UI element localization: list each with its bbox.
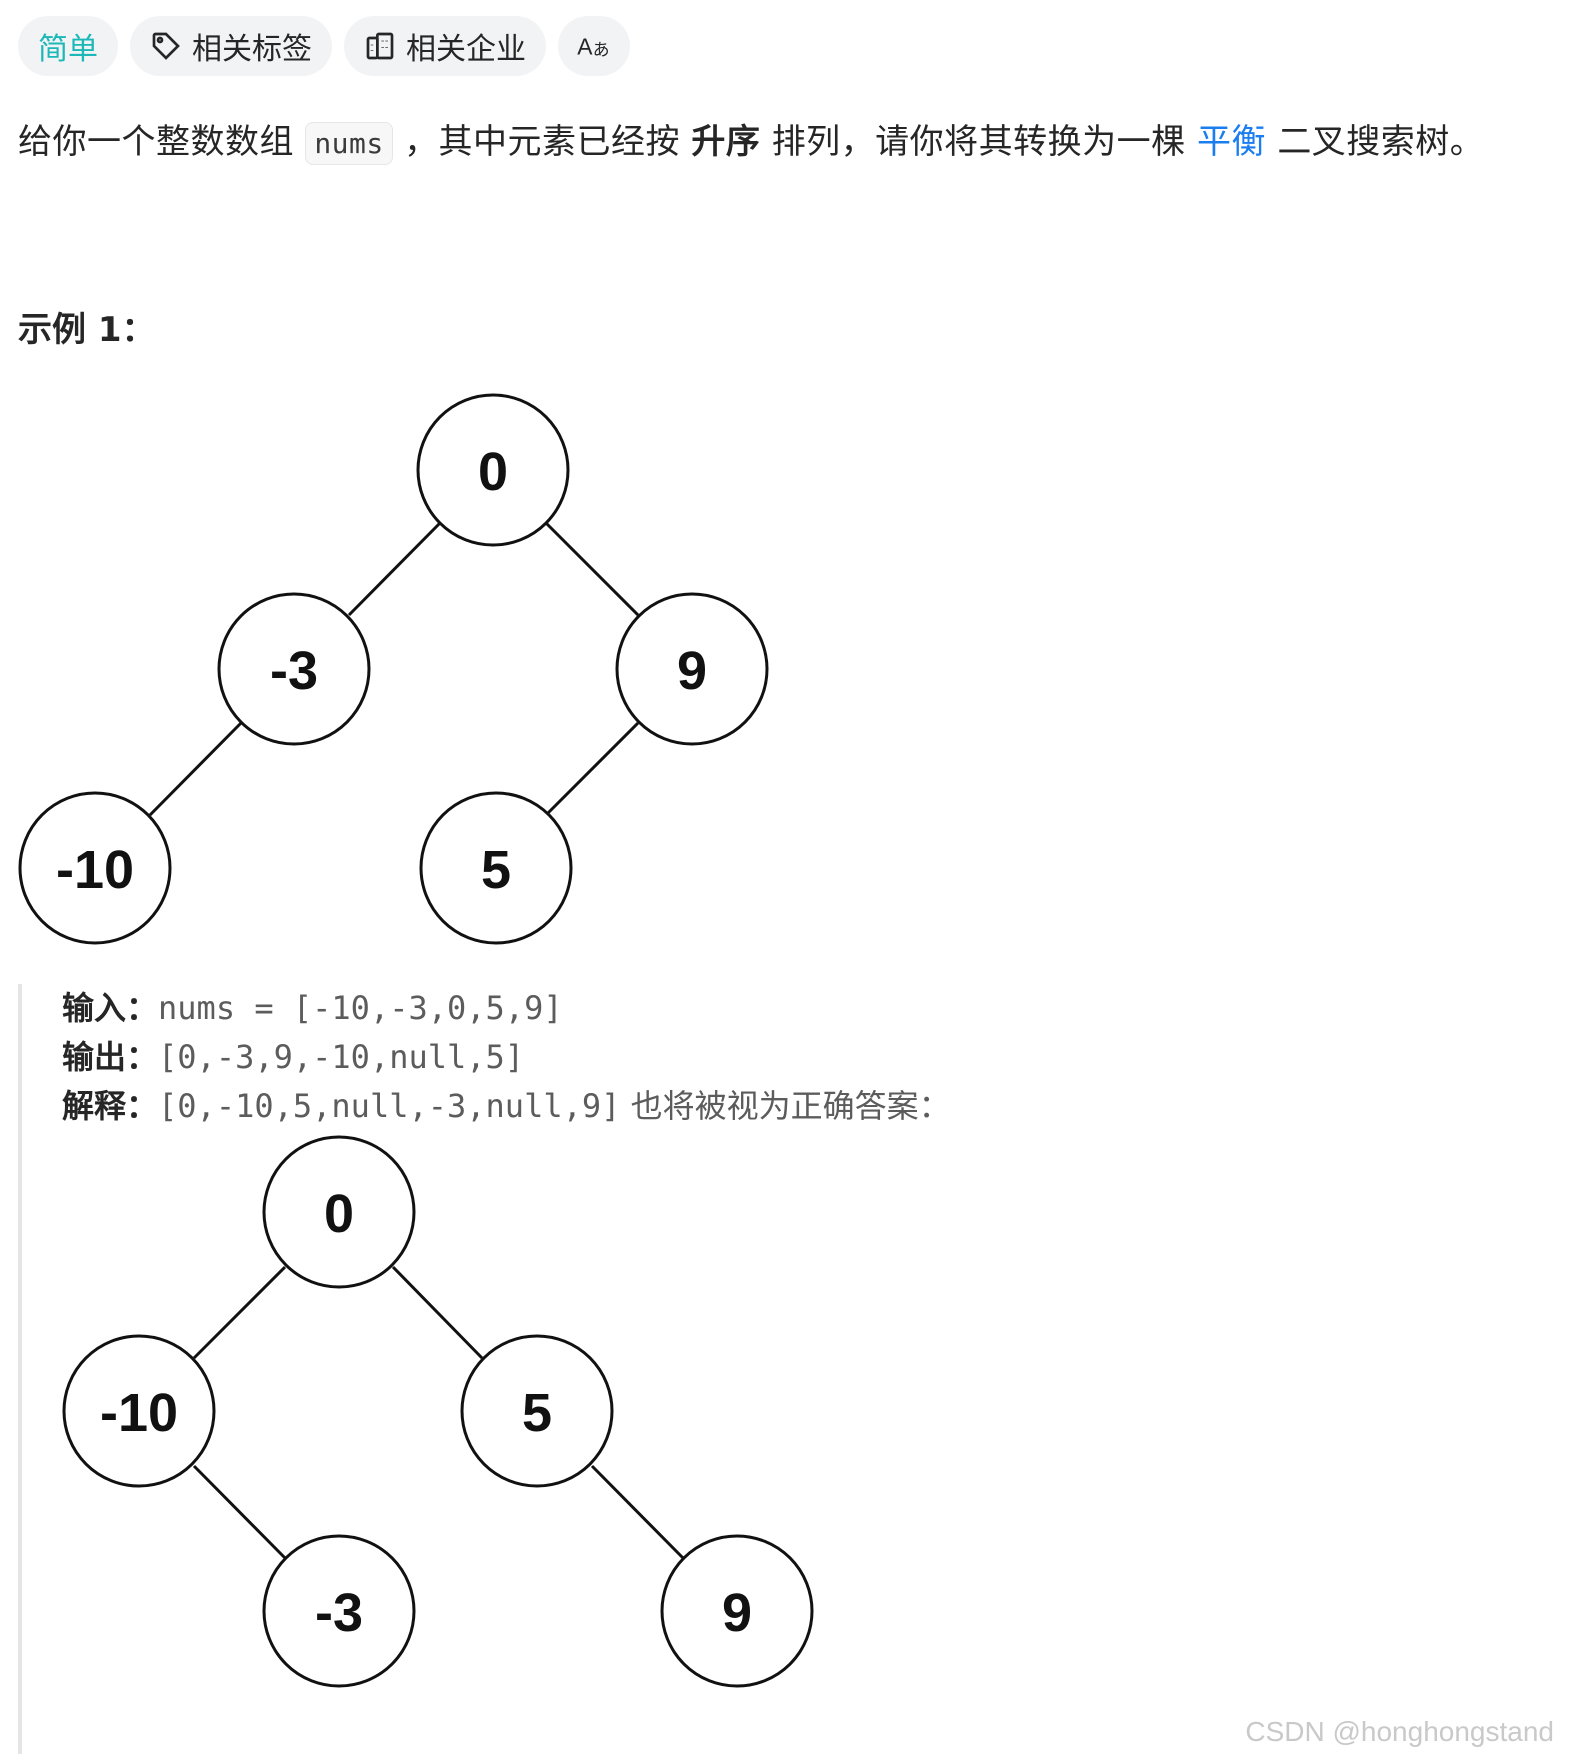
desc-text-4: 二叉搜索树。 — [1277, 122, 1485, 162]
related-companies-label: 相关企业 — [406, 32, 526, 67]
explanation-value: [0,-10,5,null,-3,null,9] — [158, 1087, 621, 1125]
tree2-node-label: 5 — [522, 1383, 552, 1443]
tree1-node-4: 5 — [419, 791, 573, 945]
tree1-edge-2 — [148, 721, 243, 817]
tree2-edge-3 — [590, 1464, 685, 1560]
related-tags-label: 相关标签 — [192, 32, 312, 67]
tree1-node-0: 0 — [416, 393, 570, 547]
tree2-edge-1 — [391, 1265, 484, 1360]
tree1-node-label: 9 — [677, 641, 707, 701]
svg-text:あ: あ — [593, 40, 610, 60]
tree2-node-1: -10 — [62, 1334, 216, 1488]
csdn-watermark: CSDN @honghongstand — [1245, 1716, 1554, 1747]
tree2-node-label: 9 — [722, 1583, 752, 1643]
explanation-label: 解释： — [62, 1087, 159, 1125]
output-value: [0,-3,9,-10,null,5] — [158, 1038, 525, 1076]
translate-icon: A あ — [577, 33, 610, 60]
desc-text-1: 给你一个整数数组 — [18, 122, 294, 162]
balanced-link[interactable]: 平衡 — [1197, 122, 1266, 162]
tree-diagram-1: 0 -3 9 -10 5 — [18, 393, 769, 945]
tree1-edge-3 — [546, 721, 640, 815]
difficulty-label: 简单 — [38, 32, 98, 67]
example-title: 示例 1： — [18, 310, 156, 350]
tree2-node-label: -3 — [315, 1583, 363, 1643]
related-tags-button[interactable]: 相关标签 — [130, 16, 332, 76]
tree1-node-2: 9 — [615, 592, 769, 746]
tree1-node-label: -10 — [56, 840, 134, 900]
translate-button[interactable]: A あ — [558, 16, 630, 76]
related-companies-button[interactable]: 相关企业 — [344, 16, 546, 76]
output-label: 输出： — [62, 1038, 159, 1076]
tree-diagram-2: 0 -10 5 -3 9 — [62, 1135, 814, 1688]
tree1-node-label: 5 — [481, 840, 511, 900]
tree1-edge-0 — [347, 521, 442, 617]
input-line: 输入：nums = [-10,-3,0,5,9] — [62, 986, 563, 1030]
difficulty-badge[interactable]: 简单 — [18, 16, 118, 76]
tree2-node-0: 0 — [262, 1135, 416, 1289]
input-value: nums = [-10,-3,0,5,9] — [158, 989, 563, 1027]
tree1-node-3: -10 — [18, 791, 172, 945]
tree1-edge-1 — [544, 521, 640, 617]
inline-code-nums: nums — [305, 122, 393, 165]
svg-text:A: A — [577, 33, 593, 59]
tree1-node-label: -3 — [270, 641, 318, 701]
tree1-node-label: 0 — [478, 442, 508, 502]
tree2-node-2: 5 — [460, 1334, 614, 1488]
output-line: 输出：[0,-3,9,-10,null,5] — [62, 1035, 524, 1079]
input-label: 输入： — [62, 989, 159, 1027]
tag-bar: 简单 相关标签 相关企业 A あ — [18, 16, 630, 76]
explanation-line: 解释：[0,-10,5,null,-3,null,9] 也将被视为正确答案： — [62, 1084, 951, 1128]
problem-description: 给你一个整数数组 nums ，其中元素已经按 升序 排列，请你将其转换为一棵 平… — [18, 118, 1484, 168]
tree2-edge-2 — [192, 1464, 287, 1560]
example-blockquote — [18, 984, 1548, 1754]
tree2-node-3: -3 — [262, 1534, 416, 1688]
tree1-node-1: -3 — [217, 592, 371, 746]
desc-bold-ascending: 升序 — [691, 122, 761, 162]
desc-text-2: ，其中元素已经按 — [404, 122, 681, 162]
tree2-edge-0 — [192, 1265, 287, 1360]
tree2-node-label: 0 — [324, 1184, 354, 1244]
building-icon — [366, 32, 394, 60]
tag-icon — [152, 32, 180, 60]
desc-text-3: 排列，请你将其转换为一棵 — [771, 122, 1186, 162]
tree2-node-label: -10 — [100, 1383, 178, 1443]
explanation-text: 也将被视为正确答案： — [630, 1087, 951, 1125]
tree2-node-4: 9 — [660, 1534, 814, 1688]
